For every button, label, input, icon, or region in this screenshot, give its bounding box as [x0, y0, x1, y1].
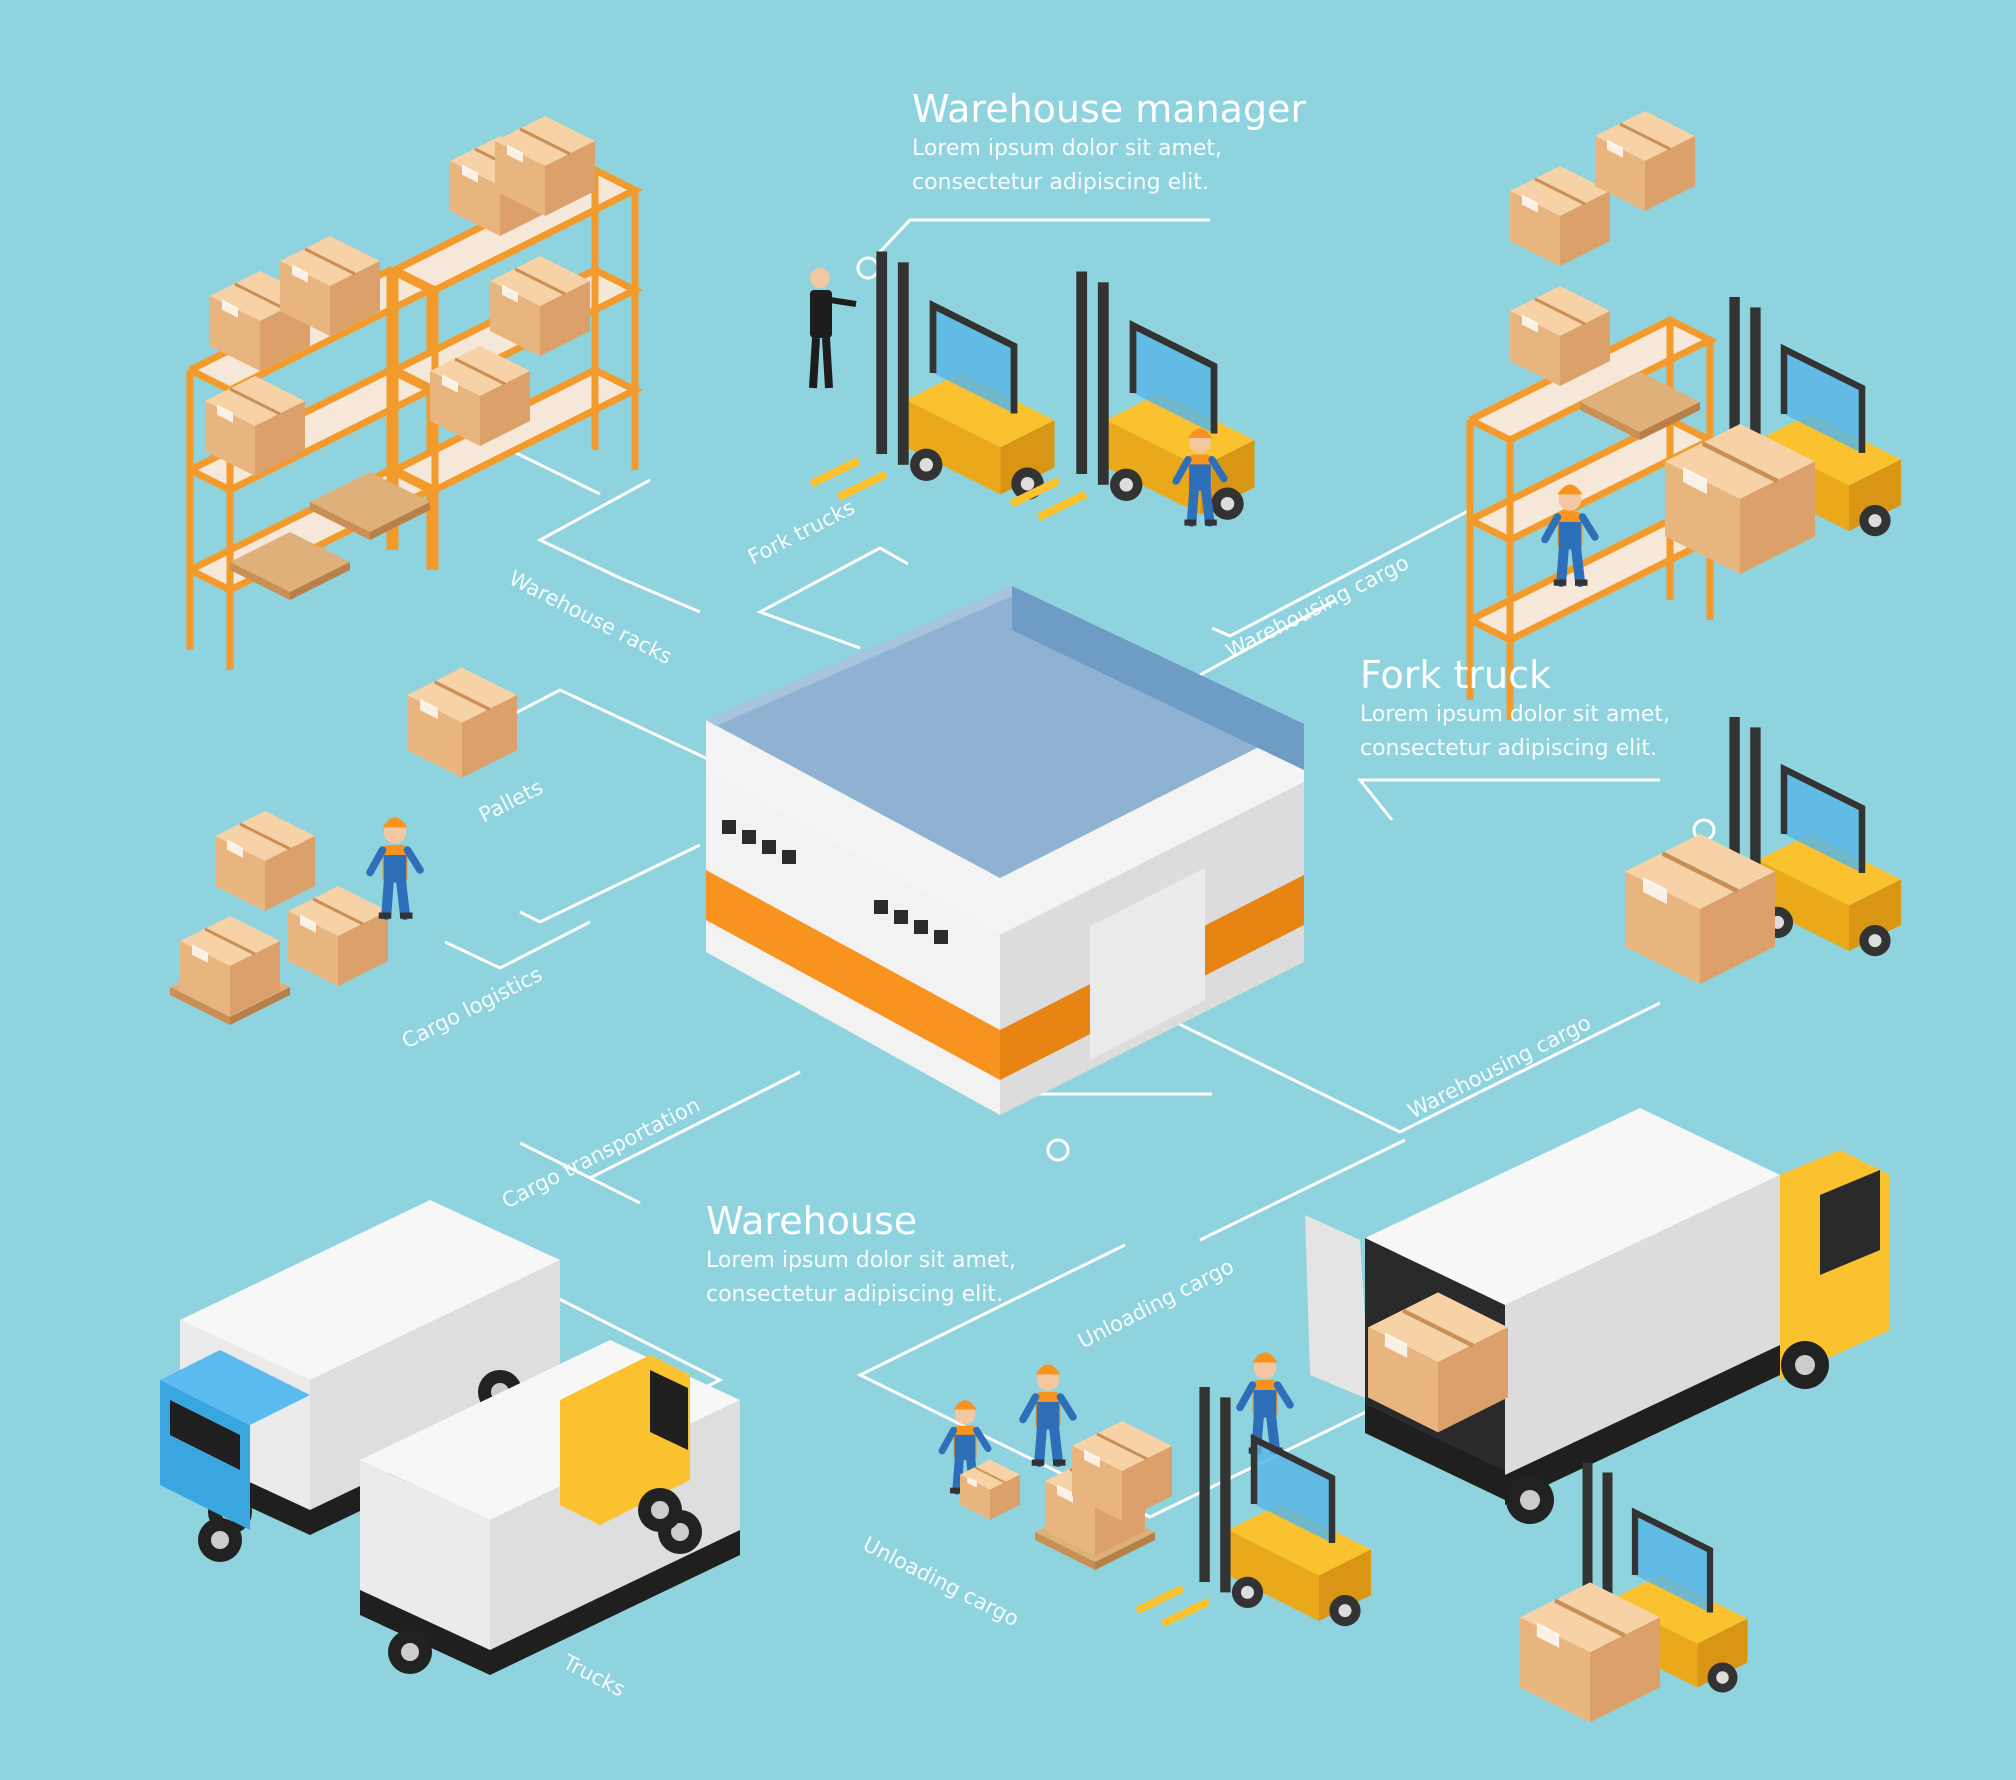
callout-warehouse-manager: Warehouse manager Lorem ipsum dolor sit … [912, 86, 1306, 200]
callout-title: Fork truck [1360, 653, 1551, 697]
callout-title: Warehouse [706, 1199, 918, 1243]
callout-warehouse: Warehouse Lorem ipsum dolor sit amet, co… [706, 1198, 1016, 1312]
callout-body-line: consectetur adipiscing elit. [706, 1282, 1003, 1307]
callout-body-line: Lorem ipsum dolor sit amet, [706, 1248, 1017, 1273]
callout-title: Warehouse manager [912, 87, 1307, 131]
fork-trucks-illustration [810, 252, 1255, 526]
pallets-illustration [405, 665, 519, 780]
callout-body-line: consectetur adipiscing elit. [1360, 736, 1657, 761]
unloading-truck-illustration [1137, 1108, 1890, 1626]
callout-body-line: Lorem ipsum dolor sit amet, [1360, 702, 1671, 727]
callout-fork-truck: Fork truck Lorem ipsum dolor sit amet, c… [1360, 652, 1670, 766]
callout-body-line: consectetur adipiscing elit. [912, 170, 1209, 195]
trucks-illustration [160, 1200, 740, 1675]
warehousing-cargo-top-illustration [1470, 109, 1901, 720]
warehouse-racks-illustration [190, 114, 635, 670]
cargo-logistics-illustration [170, 809, 420, 1025]
warehouse-building [706, 586, 1304, 1115]
callout-body-line: Lorem ipsum dolor sit amet, [912, 136, 1223, 161]
